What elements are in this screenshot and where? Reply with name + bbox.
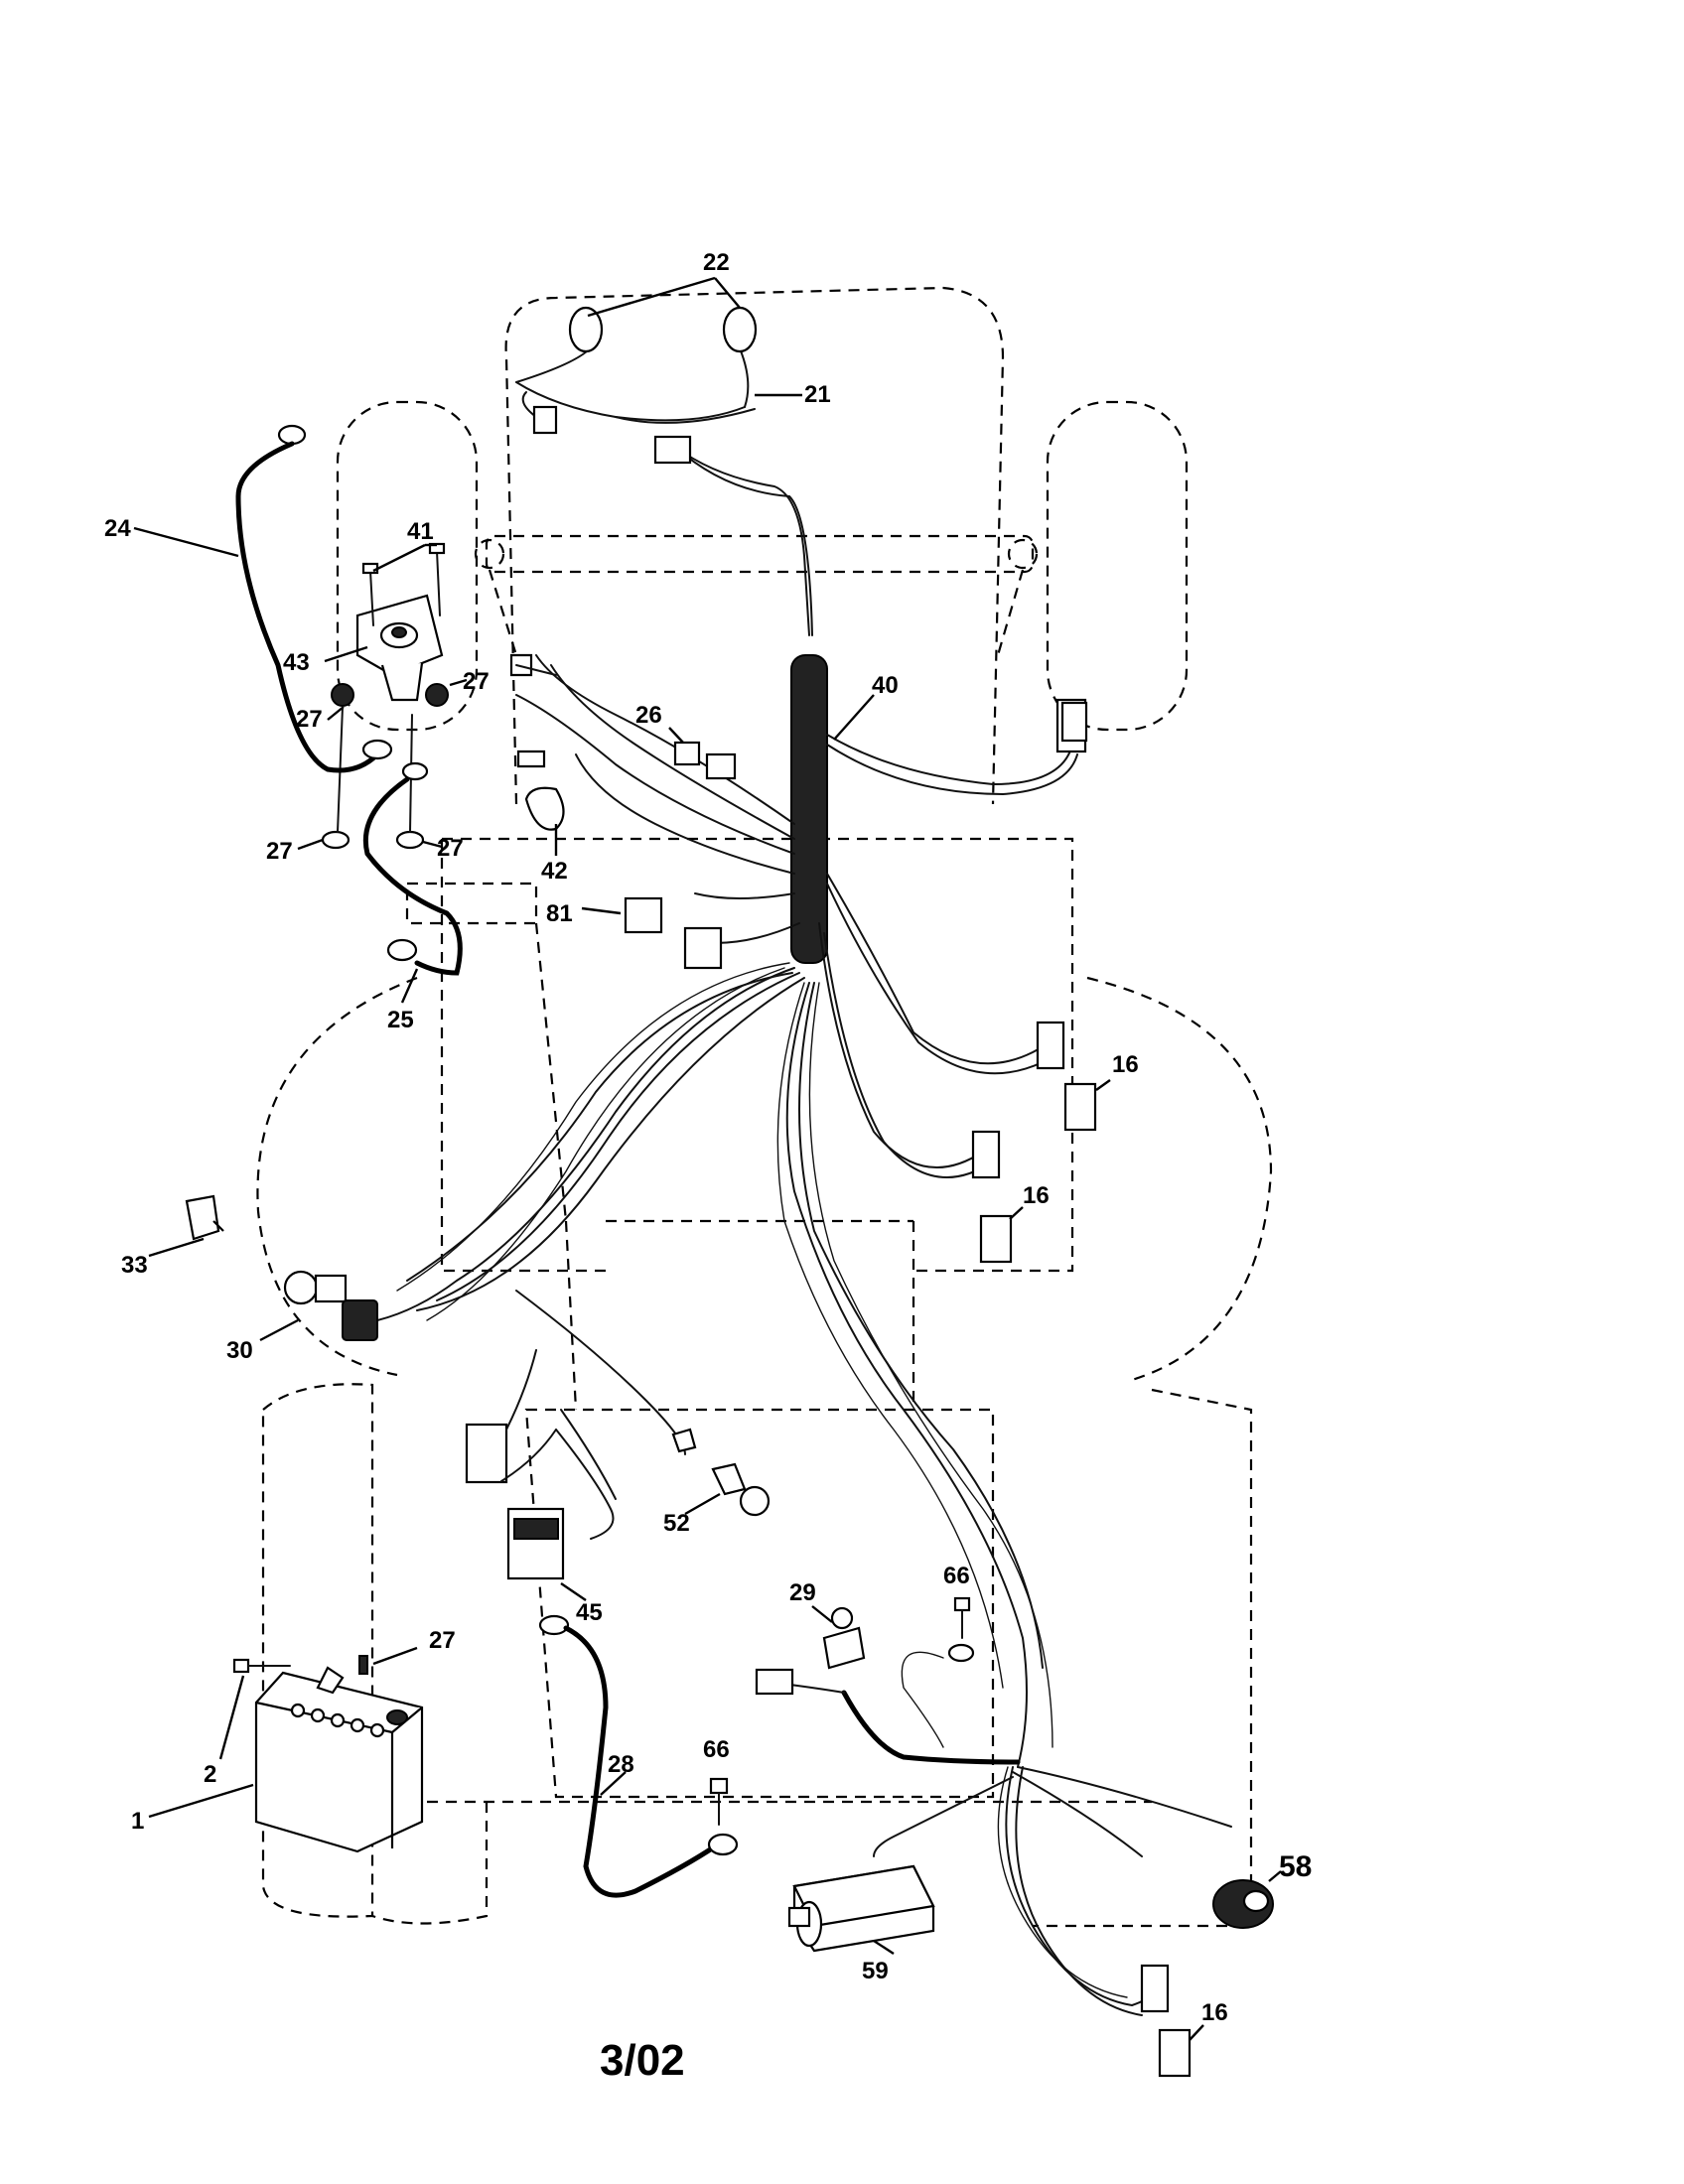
bolts-66 xyxy=(709,1596,975,1826)
switch-plug xyxy=(755,1668,794,1696)
battery xyxy=(148,1666,424,1853)
callout-42: 42 xyxy=(541,858,568,885)
callout-41: 41 xyxy=(407,518,434,545)
callout-16-lower: 16 xyxy=(1201,1999,1228,2026)
callout-22: 22 xyxy=(703,249,730,276)
callout-58: 58 xyxy=(1279,1850,1312,1883)
callout-28: 28 xyxy=(608,1751,634,1778)
callout-66-upper: 66 xyxy=(943,1563,970,1589)
callout-66-lower: 66 xyxy=(703,1736,730,1763)
lower-left-parts xyxy=(465,1290,771,1601)
relay-socket xyxy=(683,926,723,970)
callout-27b: 27 xyxy=(463,668,490,695)
callout-16-mid: 16 xyxy=(1023,1182,1050,1209)
callout-25: 25 xyxy=(387,1007,414,1033)
front-connector xyxy=(653,435,692,465)
multi-pin-connector xyxy=(465,1423,508,1484)
callout-33: 33 xyxy=(121,1252,148,1279)
light-52 xyxy=(711,1462,747,1496)
fuse-26a xyxy=(673,741,701,766)
tractor-outline xyxy=(256,286,1273,1928)
switch-29 xyxy=(811,1605,866,1670)
callout-45: 45 xyxy=(576,1599,603,1626)
cable-28 xyxy=(538,1614,739,1898)
switch-59 xyxy=(787,1864,935,1956)
callout-27a: 27 xyxy=(296,706,323,733)
main-harness xyxy=(376,435,1232,2016)
callout-59: 59 xyxy=(862,1958,889,1984)
callout-30: 30 xyxy=(226,1337,253,1364)
upper-right-connector xyxy=(1060,701,1088,743)
callout-16-upper: 16 xyxy=(1112,1051,1139,1078)
callout-29: 29 xyxy=(789,1579,816,1606)
callout-40: 40 xyxy=(872,672,899,699)
callout-1: 1 xyxy=(131,1808,144,1835)
battery-bolt xyxy=(218,1646,418,1760)
callout-24: 24 xyxy=(104,515,131,542)
cable-24 xyxy=(133,424,393,773)
headlight-bulb-left xyxy=(568,306,604,353)
component-58 xyxy=(1212,1870,1282,1929)
right-connectors xyxy=(979,1079,1204,2078)
callout-27d: 27 xyxy=(437,835,464,862)
right-mid-connector xyxy=(1036,1021,1065,1070)
relay-81 xyxy=(624,896,663,934)
leader-40 xyxy=(833,694,875,741)
callouts: 1 2 16 16 16 21 22 24 25 26 27 27 27 27 … xyxy=(104,249,1312,2026)
right-lower-connector xyxy=(971,1130,1001,1179)
callout-26: 26 xyxy=(635,702,662,729)
callout-27c: 27 xyxy=(266,838,293,865)
fuse-26b xyxy=(705,752,737,780)
headlight-connector xyxy=(532,405,558,435)
connector-16-lower xyxy=(1158,2028,1192,2078)
callout-2: 2 xyxy=(204,1761,216,1788)
ignition-key xyxy=(185,1194,220,1241)
callout-52: 52 xyxy=(663,1510,690,1537)
callout-43: 43 xyxy=(283,649,310,676)
headlight-harness xyxy=(515,276,802,435)
connector-16-mid xyxy=(979,1214,1013,1264)
coiled-loom xyxy=(790,654,828,964)
date-code: 3/02 xyxy=(600,2036,685,2085)
fuse-relay-area xyxy=(509,653,737,970)
callout-81: 81 xyxy=(546,900,573,927)
callout-21: 21 xyxy=(804,381,831,408)
bottom-connector xyxy=(1140,1964,1170,2013)
cable-25 xyxy=(362,761,463,1004)
callout-27e: 27 xyxy=(429,1627,456,1654)
solenoid-assembly xyxy=(297,542,468,851)
headlight-bulb-right xyxy=(722,306,758,353)
ignition-switch xyxy=(148,1194,378,1342)
connector-16-upper xyxy=(1063,1082,1097,1132)
